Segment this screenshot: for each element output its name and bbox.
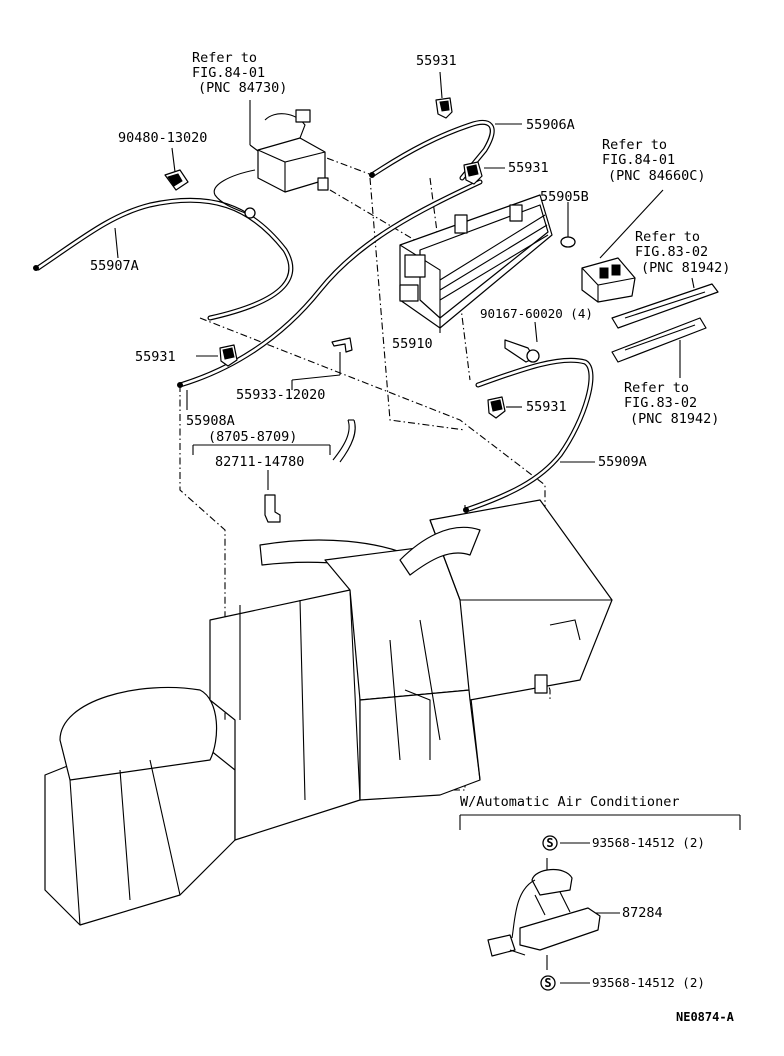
part-55906a: 55906A bbox=[526, 117, 575, 133]
part-55907a: 55907A bbox=[90, 258, 139, 274]
labels: Refer to FIG.84-01 (PNC 84730) 55931 559… bbox=[90, 50, 735, 1024]
part-90167-60020: 90167-60020 (4) bbox=[480, 306, 593, 321]
part-55905b: 55905B bbox=[540, 189, 589, 205]
ref-fig83-a-line1: Refer to bbox=[635, 229, 700, 245]
clip-55931-left bbox=[219, 344, 238, 367]
part-87284: 87284 bbox=[622, 905, 663, 921]
ref-fig84-top-line1: Refer to bbox=[192, 50, 257, 66]
heater-control-unit bbox=[399, 194, 553, 329]
figure-code: NE0874-A bbox=[676, 1010, 735, 1024]
ref-fig83-b-line1: Refer to bbox=[624, 380, 689, 396]
screw-90167 bbox=[504, 339, 540, 363]
part-93568-14512-top: 93568-14512 (2) bbox=[592, 835, 705, 850]
ref-fig83-b-line3: (PNC 81942) bbox=[630, 411, 719, 427]
s-marker-bottom: S bbox=[540, 975, 556, 991]
strip-panel-81942-a bbox=[611, 283, 719, 329]
ref-fig84-right-line1: Refer to bbox=[602, 137, 667, 153]
bolt-90480 bbox=[164, 169, 189, 191]
strip-panel-81942-b bbox=[611, 317, 707, 363]
actuator-unit bbox=[244, 109, 329, 219]
ref-fig84-right-line2: FIG.84-01 bbox=[602, 152, 675, 168]
ref-fig84-top-line2: FIG.84-01 bbox=[192, 65, 265, 81]
hose-82711 bbox=[332, 419, 356, 463]
part-82711-14780: 82711-14780 bbox=[215, 454, 304, 470]
s-marker-top-label: S bbox=[546, 836, 553, 850]
section-auto-ac: W/Automatic Air Conditioner bbox=[460, 794, 679, 810]
ref-fig83-a-line3: (PNC 81942) bbox=[641, 260, 730, 276]
part-55931-mid: 55931 bbox=[508, 160, 549, 176]
ref-fig84-right-line3: (PNC 84660C) bbox=[608, 168, 706, 184]
part-90480-13020: 90480-13020 bbox=[118, 130, 207, 146]
ref-fig84-top-line3: (PNC 84730) bbox=[198, 80, 287, 96]
ref-fig83-a-line2: FIG.83-02 bbox=[635, 244, 708, 260]
clip-55931-top bbox=[435, 97, 453, 119]
part-55910: 55910 bbox=[392, 336, 433, 352]
part-8705-8709: (8705-8709) bbox=[208, 429, 297, 445]
part-55931-low: 55931 bbox=[526, 399, 567, 415]
clip-55931-mid bbox=[463, 161, 483, 185]
part-55933-12020: 55933-12020 bbox=[236, 387, 325, 403]
sensor-87284 bbox=[487, 869, 601, 957]
clip-82711 bbox=[264, 494, 281, 523]
part-55908a: 55908A bbox=[186, 413, 235, 429]
ref-fig83-b-line2: FIG.83-02 bbox=[624, 395, 697, 411]
clip-55931-low bbox=[487, 396, 506, 419]
bracket-55933 bbox=[331, 337, 353, 353]
s-marker-top: S bbox=[542, 835, 558, 851]
heater-unit-assembly bbox=[44, 499, 613, 926]
grommet-55905b bbox=[560, 236, 576, 248]
control-panel-84660c bbox=[581, 257, 636, 303]
part-93568-14512-bottom: 93568-14512 (2) bbox=[592, 975, 705, 990]
part-55909a: 55909A bbox=[598, 454, 647, 470]
part-55931-left: 55931 bbox=[135, 349, 176, 365]
part-55931-top: 55931 bbox=[416, 53, 457, 69]
s-marker-bottom-label: S bbox=[544, 976, 551, 990]
